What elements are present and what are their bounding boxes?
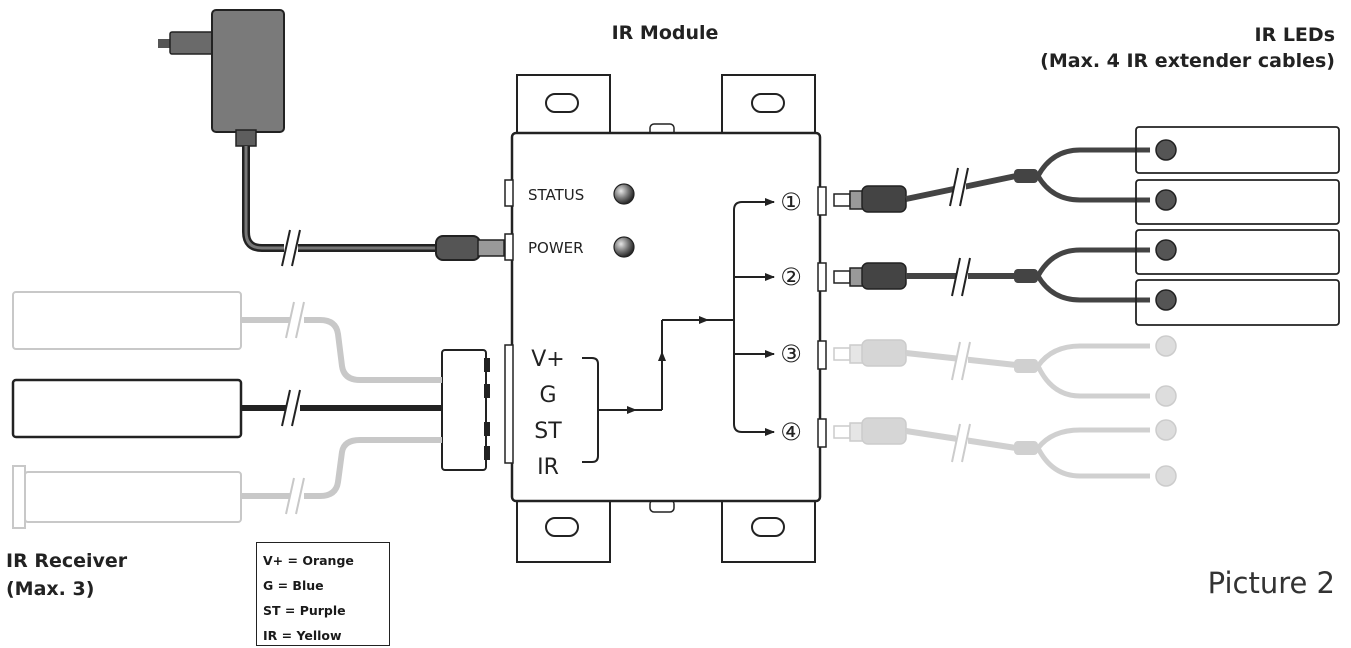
ir-leds-title-line2: (Max. 4 IR extender cables) <box>1040 50 1335 73</box>
ir-receiver-title-line2: (Max. 3) <box>6 577 95 600</box>
power-cable-break <box>281 229 301 267</box>
power-led-icon <box>613 236 635 258</box>
power-cable <box>242 146 440 252</box>
pin-label-vplus: V+ <box>531 347 564 372</box>
ir-extender-cable-4-optional <box>833 417 1177 487</box>
port-1-label: ① <box>780 188 802 216</box>
legend-item-g: G = Blue <box>263 578 324 593</box>
pin-label-ir: IR <box>537 455 559 480</box>
legend-item-st: ST = Purple <box>263 603 346 618</box>
picture-caption: Picture 2 <box>1207 566 1335 600</box>
power-plug <box>435 235 505 261</box>
target-device-frames <box>1135 126 1340 326</box>
ir-module <box>504 74 827 563</box>
pin-label-g: G <box>539 383 556 408</box>
legend-item-ir: IR = Yellow <box>263 628 342 643</box>
ir-receiver-2 <box>11 378 442 439</box>
port-3-label: ③ <box>780 340 802 368</box>
ir-receiver-title-line1: IR Receiver <box>6 550 128 572</box>
port-2-label: ② <box>780 263 802 291</box>
color-legend: V+ = Orange G = Blue ST = Purple IR = Ye… <box>256 542 390 646</box>
ir-leds-title-line1: IR LEDs <box>1254 24 1335 46</box>
pin-label-st: ST <box>534 419 562 444</box>
ir-extender-cable-3-optional <box>833 335 1177 407</box>
receiver-hub <box>441 349 490 471</box>
signal-routing <box>598 198 775 436</box>
ir-receiver-3-optional <box>12 437 442 529</box>
ir-receiver-title: IR Receiver (Max. 3) <box>6 548 127 603</box>
status-led-icon <box>613 183 635 205</box>
ir-module-title: IR Module <box>611 22 719 44</box>
mounting-tab-top-left <box>516 74 611 138</box>
port-4-label: ④ <box>780 418 802 446</box>
legend-item-vplus: V+ = Orange <box>263 553 354 568</box>
mounting-tab-bottom-right <box>721 497 816 563</box>
mounting-tab-bottom-left <box>516 497 611 563</box>
ir-extender-cable-2 <box>833 239 1177 311</box>
power-label: POWER <box>528 239 584 257</box>
status-label: STATUS <box>528 186 584 204</box>
ir-receiver-1-optional <box>12 291 442 383</box>
mounting-tab-top-right <box>721 74 816 138</box>
ir-extender-cable-1 <box>833 139 1177 213</box>
power-adapter <box>158 9 285 147</box>
ir-leds-title: IR LEDs (Max. 4 IR extender cables) <box>1040 22 1335 74</box>
